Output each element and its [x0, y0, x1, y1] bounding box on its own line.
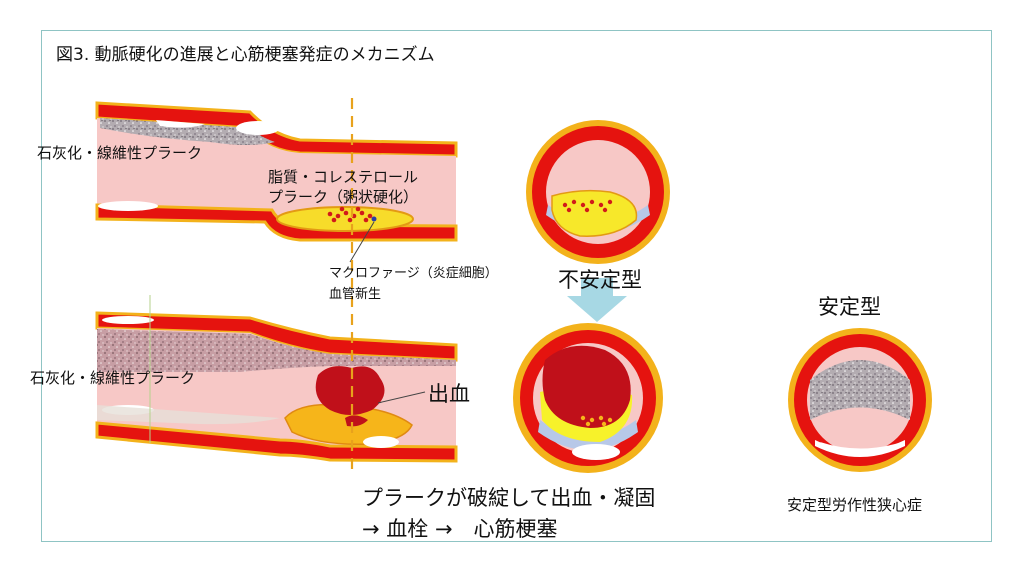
top-vessel-lipid-plaque: [276, 206, 414, 232]
label-unstable: 不安定型: [558, 268, 642, 292]
bottom-vessel-hemorrhage: [315, 366, 385, 415]
label-hemorrhage: 出血: [428, 382, 470, 406]
caption-line-1: プラークが破綻して出血・凝固: [362, 486, 656, 510]
label-angiogenesis: 血管新生: [329, 287, 382, 302]
bottom-vessel: [95, 311, 458, 463]
top-vessel-macrophages: [327, 206, 373, 223]
figure-title: 図3. 動脈硬化の進展と心筋梗塞発症のメカニズム: [56, 45, 435, 65]
label-lipid-plaque-1: 脂質・コレステロール: [268, 168, 419, 186]
transition-arrow: [567, 278, 627, 322]
figure-frame: [41, 30, 992, 542]
label-macrophage: マクロファージ（炎症細胞）: [329, 266, 498, 281]
unstable-cross-section: [526, 120, 670, 264]
label-stable-angina: 安定型労作性狭心症: [787, 496, 923, 514]
label-lipid-plaque-2: プラーク（粥状硬化）: [268, 188, 419, 206]
stable-cross-section: [788, 328, 932, 472]
top-vessel: [95, 101, 458, 263]
caption-line-2: → 血栓 → 心筋梗塞: [362, 517, 558, 541]
label-stable: 安定型: [818, 295, 881, 319]
top-vessel-calcification: [236, 121, 280, 135]
thrombus: [542, 345, 631, 428]
bottom-vessel-fibrous-plaque: [97, 329, 456, 372]
ruptured-cross-section: [513, 323, 663, 473]
label-fibrous-plaque-bottom: 石灰化・線維性プラーク: [30, 369, 196, 387]
top-vessel-fibrous-plaque: [100, 118, 275, 145]
top-vessel-lower-calcification: [98, 201, 158, 211]
label-fibrous-plaque-top: 石灰化・線維性プラーク: [37, 144, 203, 162]
top-vessel-lumen: [97, 118, 456, 226]
caption: プラークが破綻して出血・凝固 → 血栓 → 心筋梗塞: [362, 483, 655, 545]
bottom-vessel-lower-wall: [95, 421, 458, 463]
